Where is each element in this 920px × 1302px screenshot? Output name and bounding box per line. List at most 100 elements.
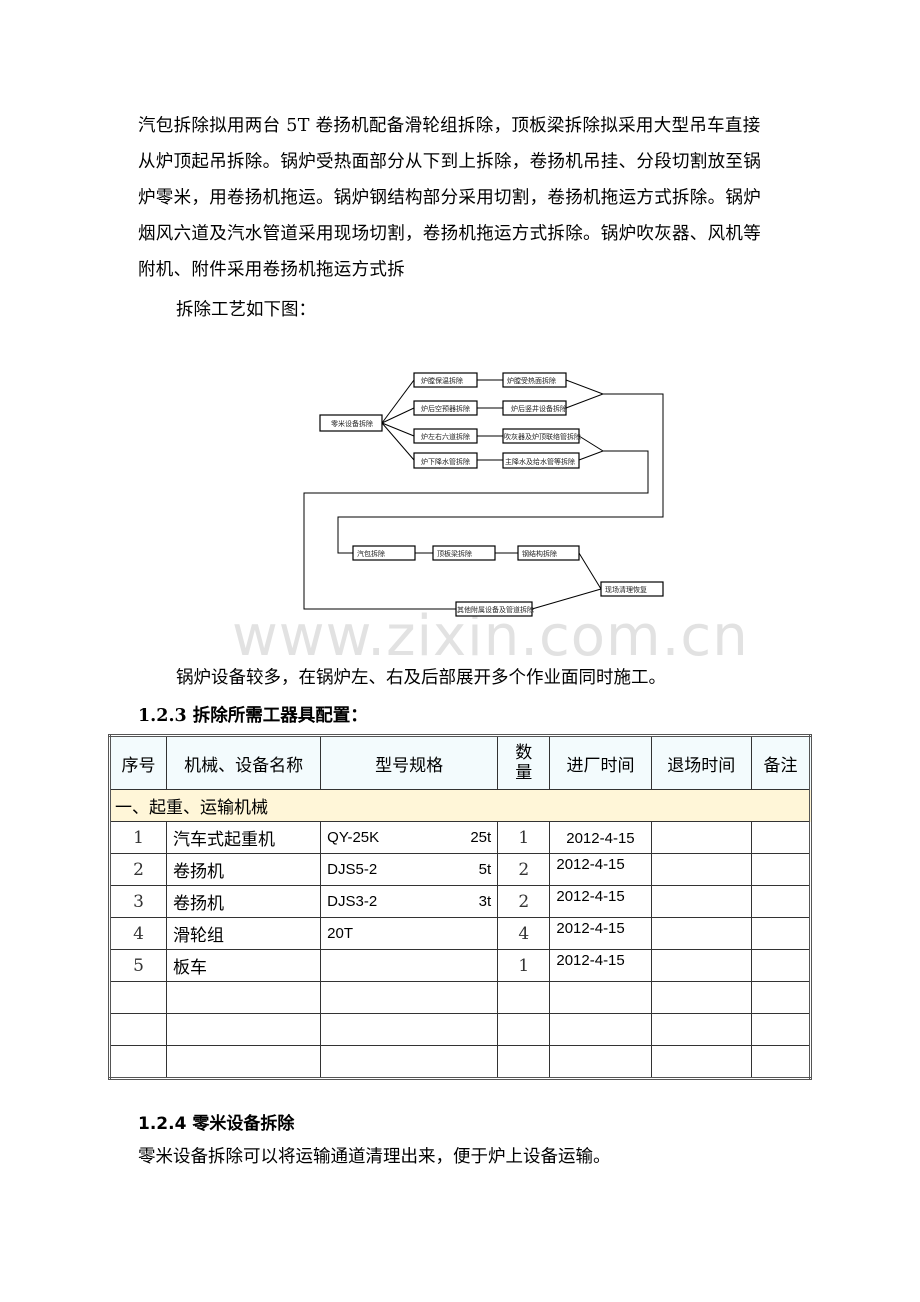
cell-no: 2 bbox=[108, 853, 168, 886]
flow-box: 主降水及给水管等拆除 bbox=[502, 452, 580, 469]
svg-text:主降水及给水管等拆除: 主降水及给水管等拆除 bbox=[505, 457, 575, 466]
svg-text:钢结构拆除: 钢结构拆除 bbox=[522, 549, 557, 558]
header-in-date: 进厂时间 bbox=[549, 735, 652, 790]
empty-cell bbox=[108, 1013, 168, 1046]
table-row: 5 板车 1 2012-4-15 bbox=[108, 949, 812, 982]
empty-cell bbox=[549, 1045, 652, 1079]
category-label: 一、起重、运输机械 bbox=[109, 789, 811, 822]
empty-row bbox=[108, 1045, 812, 1079]
model-capacity: 3t bbox=[478, 893, 492, 910]
svg-text:现场清理恢复: 现场清理恢复 bbox=[605, 585, 647, 594]
flow-box: 炉膛保温拆除 bbox=[413, 372, 478, 388]
cell-out-date bbox=[650, 853, 752, 886]
cell-in-date: 2012-4-15 bbox=[549, 917, 652, 950]
cell-out-date bbox=[650, 949, 752, 982]
empty-cell bbox=[650, 1045, 752, 1079]
intro-line: 汽包拆除拟用两台 5T 卷扬机配备滑轮组拆除，顶板梁拆除拟采用大型吊车直接 bbox=[138, 116, 761, 136]
cell-note bbox=[750, 853, 812, 886]
cell-in-date: 2012-4-15 bbox=[549, 853, 652, 886]
model-code: DJS5-2 bbox=[327, 861, 378, 878]
cell-note bbox=[750, 885, 812, 918]
cell-model: 20T bbox=[320, 917, 499, 950]
cell-no: 3 bbox=[108, 885, 168, 918]
empty-cell bbox=[650, 1013, 752, 1046]
cell-out-date bbox=[650, 821, 752, 854]
cell-model: QY-25K 25t bbox=[320, 821, 499, 854]
empty-cell bbox=[549, 1013, 652, 1046]
header-qty-label: 数量 bbox=[515, 743, 533, 783]
connector bbox=[381, 407, 415, 424]
model-capacity: 25t bbox=[470, 829, 492, 846]
empty-cell bbox=[108, 981, 168, 1014]
flow-box: 炉后空预器拆除 bbox=[413, 400, 478, 416]
process-intro: 拆除工艺如下图： bbox=[176, 300, 316, 320]
cell-name: 卷扬机 bbox=[166, 885, 322, 918]
cell-out-date bbox=[650, 885, 752, 918]
intro-line: 从炉顶起吊拆除。锅炉受热面部分从下到上拆除，卷扬机吊挂、分段切割放至锅 bbox=[138, 152, 761, 172]
cell-model bbox=[320, 949, 499, 982]
model-capacity: 5t bbox=[478, 861, 492, 878]
equipment-table: 序号 机械、设备名称 型号规格 数量 进厂时间 退场时间 备注 一、起重、运输机… bbox=[108, 734, 812, 1080]
table-row: 4 滑轮组 20T 4 2012-4-15 bbox=[108, 917, 812, 950]
route-connector bbox=[303, 450, 649, 610]
table-header-row: 序号 机械、设备名称 型号规格 数量 进厂时间 退场时间 备注 bbox=[108, 735, 812, 790]
flow-box-final: 现场清理恢复 bbox=[600, 581, 664, 597]
empty-cell bbox=[320, 981, 499, 1014]
empty-cell bbox=[750, 1013, 812, 1046]
empty-row bbox=[108, 981, 812, 1014]
section-1-2-4-body: 零米设备拆除可以将运输通道清理出来，便于炉上设备运输。 bbox=[138, 1147, 611, 1167]
cell-qty: 1 bbox=[497, 949, 551, 982]
flow-box-start: 零米设备拆除 bbox=[319, 414, 383, 432]
empty-cell bbox=[320, 1045, 499, 1079]
empty-cell bbox=[497, 981, 551, 1014]
cell-qty: 1 bbox=[497, 821, 551, 854]
flow-box: 炉左右六道拆除 bbox=[413, 428, 478, 444]
cell-qty: 2 bbox=[497, 853, 551, 886]
svg-text:炉后空预器拆除: 炉后空预器拆除 bbox=[421, 404, 470, 413]
model-code: QY-25K bbox=[327, 829, 380, 846]
connector bbox=[381, 379, 415, 424]
connector bbox=[381, 422, 415, 437]
flow-box: 炉下降水管拆除 bbox=[413, 452, 478, 469]
demolition-flow-diagram: 零米设备拆除 炉膛保温拆除 炉后空预器拆除 炉左右六道拆除 炉下降水管拆除 炉膛… bbox=[303, 372, 664, 617]
cell-name: 滑轮组 bbox=[166, 917, 322, 950]
intro-line: 炉零米，用卷扬机拖运。锅炉钢结构部分采用切割，卷扬机拖运方式拆除。锅炉 bbox=[138, 188, 761, 208]
cell-model: DJS5-2 5t bbox=[320, 853, 499, 886]
connector bbox=[531, 588, 602, 610]
flow-box: 汽包拆除 bbox=[352, 545, 416, 561]
empty-cell bbox=[108, 1045, 168, 1079]
flow-box: 顶板梁拆除 bbox=[432, 545, 496, 561]
cell-note bbox=[750, 949, 812, 982]
empty-cell bbox=[549, 981, 652, 1014]
svg-text:吹灰器及炉顶联络管拆除: 吹灰器及炉顶联络管拆除 bbox=[504, 432, 581, 441]
svg-text:顶板梁拆除: 顶板梁拆除 bbox=[437, 549, 472, 558]
cell-in-date: 2012-4-15 bbox=[549, 821, 652, 854]
cell-out-date bbox=[650, 917, 752, 950]
connector bbox=[381, 422, 415, 461]
merge-connector bbox=[565, 379, 605, 409]
cell-in-date: 2012-4-15 bbox=[549, 949, 652, 982]
svg-text:炉下降水管拆除: 炉下降水管拆除 bbox=[421, 457, 470, 466]
flow-box: 炉膛受热面拆除 bbox=[502, 372, 567, 388]
empty-cell bbox=[497, 1045, 551, 1079]
svg-text:汽包拆除: 汽包拆除 bbox=[357, 549, 385, 558]
cell-note bbox=[750, 821, 812, 854]
section-heading-1-2-4: 1.2.4 零米设备拆除 bbox=[138, 1114, 295, 1134]
in-date: 2012-4-15 bbox=[556, 887, 625, 905]
header-name: 机械、设备名称 bbox=[166, 735, 322, 790]
empty-cell bbox=[650, 981, 752, 1014]
empty-cell bbox=[320, 1013, 499, 1046]
route-connector bbox=[337, 393, 664, 554]
flow-box: 吹灰器及炉顶联络管拆除 bbox=[502, 428, 581, 444]
header-qty: 数量 bbox=[497, 735, 551, 790]
svg-text:炉后竖井设备拆除: 炉后竖井设备拆除 bbox=[511, 404, 567, 413]
svg-text:炉膛受热面拆除: 炉膛受热面拆除 bbox=[507, 376, 556, 385]
cell-no: 5 bbox=[108, 949, 168, 982]
cell-qty: 4 bbox=[497, 917, 551, 950]
intro-paragraph: 汽包拆除拟用两台 5T 卷扬机配备滑轮组拆除，顶板梁拆除拟采用大型吊车直接 从炉… bbox=[138, 108, 798, 288]
intro-line: 附机、附件采用卷扬机拖运方式拆 bbox=[138, 260, 405, 280]
model-code: 20T bbox=[327, 925, 354, 942]
